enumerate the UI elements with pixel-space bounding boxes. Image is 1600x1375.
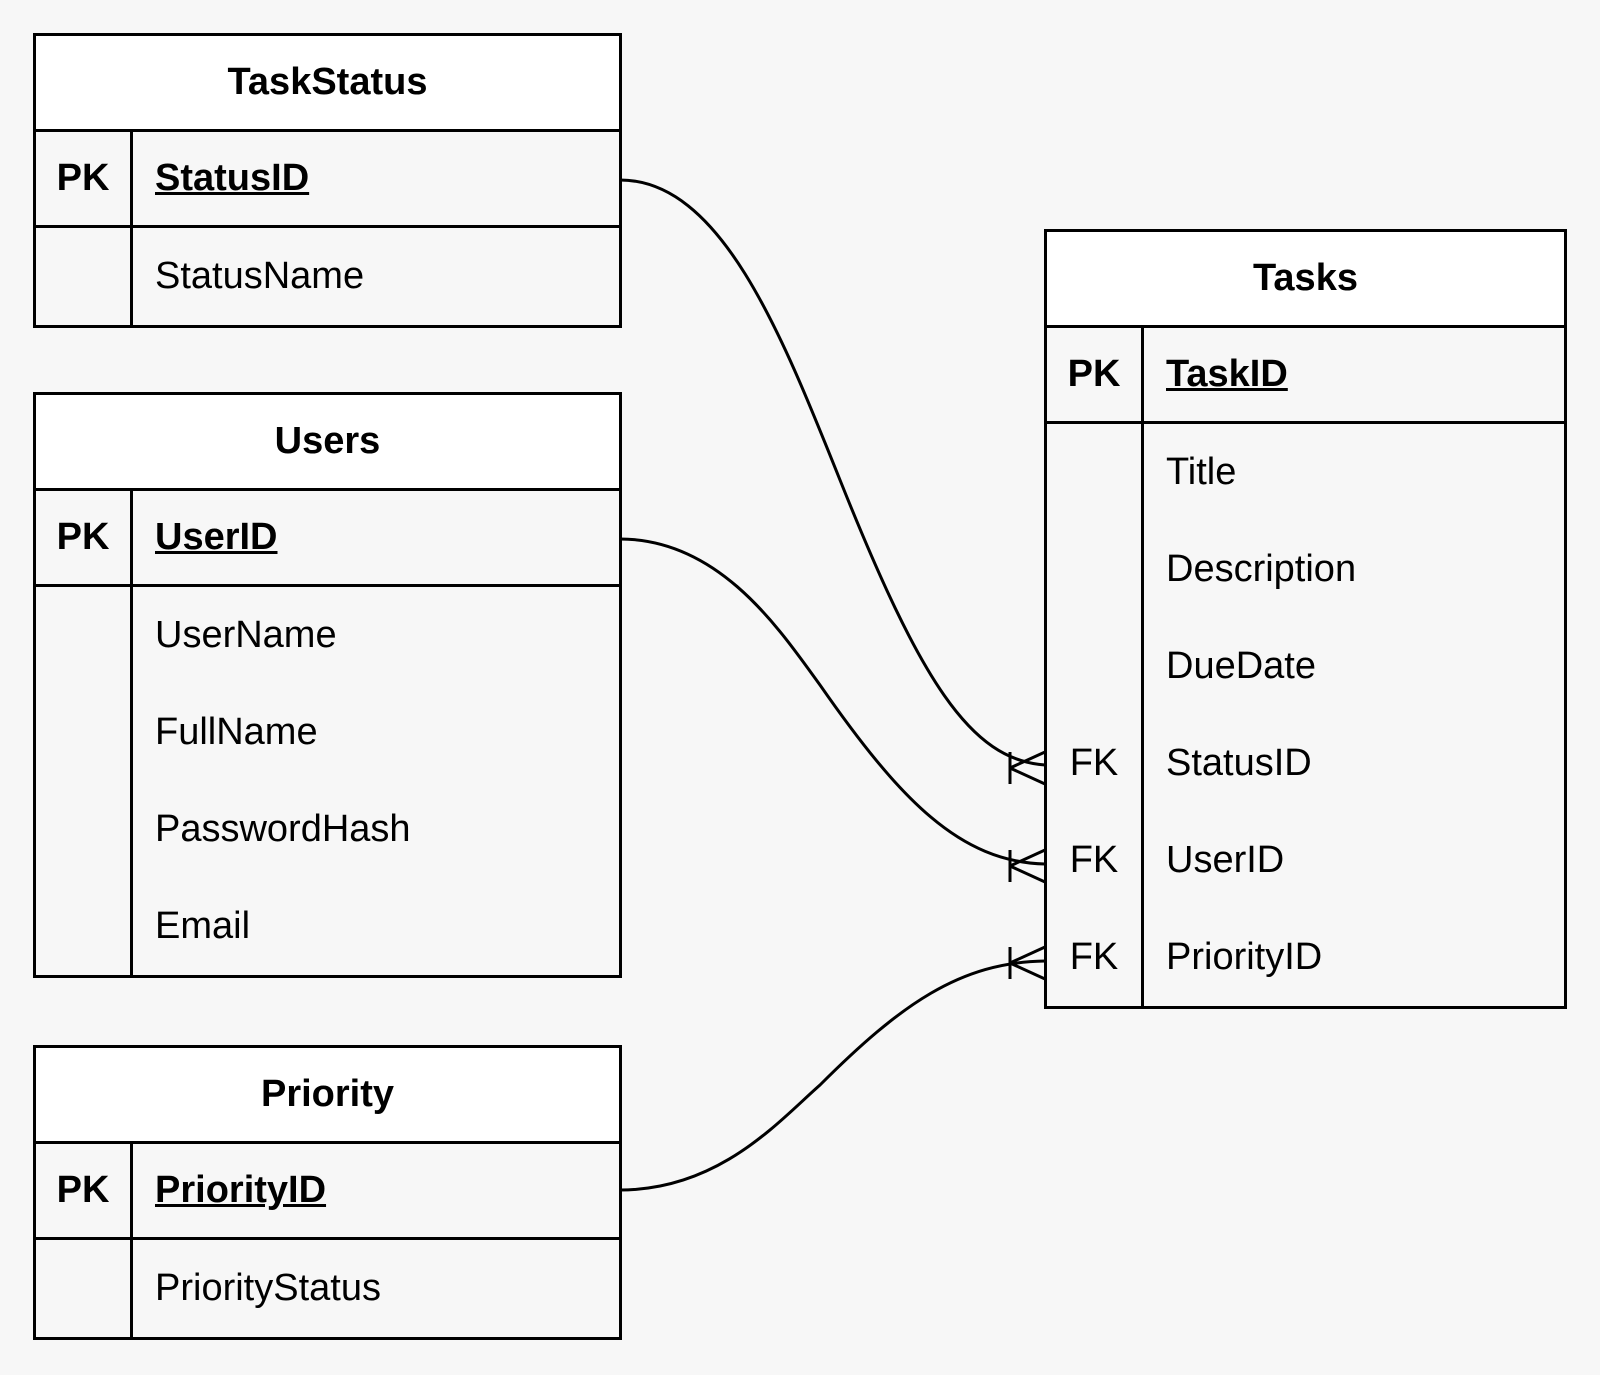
crows-foot-statusid [1008,750,1046,786]
key-label [1047,618,1141,715]
key-label [1047,521,1141,618]
attribute: UserID [1166,839,1285,881]
crows-foot-priorityid [1008,945,1046,981]
attribute: Email [155,905,251,947]
link-users-tasks [619,537,1046,866]
fk-label: FK [1069,839,1119,881]
attribute: DueDate [1166,645,1316,687]
attribute: FullName [155,711,318,753]
fk-label: FK [1069,936,1119,978]
pk-field: UserID [155,516,278,558]
attribute: StatusID [1166,742,1312,784]
pk-field: PriorityID [155,1169,327,1211]
attribute: StatusName [155,255,365,297]
entity-title: Priority [36,1048,619,1144]
pk-row: PK TaskID [1047,328,1564,424]
crows-foot-userid [1008,848,1046,884]
pk-label: PK [36,1144,133,1237]
link-taskstatus-tasks [619,178,1046,767]
entity-users[interactable]: Users PK UserID UserName FullName Passwo… [33,392,622,978]
entity-tasks[interactable]: Tasks PK TaskID FK FK FK Title Descripti… [1044,229,1567,1009]
entity-priority[interactable]: Priority PK PriorityID PriorityStatus [33,1045,622,1340]
entity-title: Users [36,395,619,491]
pk-label: PK [36,491,133,584]
pk-label: PK [36,132,133,225]
pk-label: PK [1047,328,1144,421]
attribute: PriorityID [1166,936,1323,978]
pk-field: StatusID [155,157,310,199]
pk-row: PK PriorityID [36,1144,619,1240]
entity-title: TaskStatus [36,36,619,132]
fk-label: FK [1069,742,1119,784]
attribute: PriorityStatus [155,1267,381,1309]
attribute: Description [1166,548,1357,590]
key-label [1047,424,1141,521]
attribute: PasswordHash [155,808,411,850]
pk-row: PK UserID [36,491,619,587]
pk-row: PK StatusID [36,132,619,228]
entity-taskstatus[interactable]: TaskStatus PK StatusID StatusName [33,33,622,328]
pk-field: TaskID [1166,353,1288,395]
attribute: UserName [155,614,337,656]
link-priority-tasks [619,959,1046,1192]
attribute: Title [1166,451,1237,493]
entity-title: Tasks [1047,232,1564,328]
